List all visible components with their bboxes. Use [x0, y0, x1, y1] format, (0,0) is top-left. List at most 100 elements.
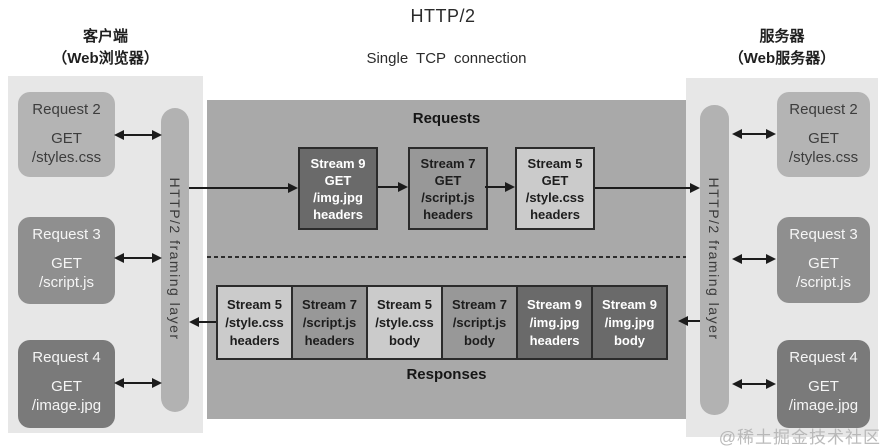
stream-path: /script.js — [421, 189, 475, 205]
arrow-line — [123, 257, 154, 259]
request-name: Request 2 — [32, 101, 101, 118]
stream-id: Stream 9 — [310, 155, 366, 171]
request-name: Request 3 — [789, 226, 858, 243]
arrow-right-icon — [288, 183, 298, 193]
server-request-2-box: Request 2 GET /styles.css — [777, 92, 870, 177]
client-request-4-box: Request 4 GET /image.jpg — [18, 340, 115, 428]
arrow-right-icon — [505, 182, 515, 192]
request-method: GET — [51, 255, 82, 272]
response-frame-stream9-body: Stream 9 /img.jpg body — [591, 285, 668, 360]
arrow-right-icon — [152, 378, 162, 388]
server-request-4-box: Request 4 GET /image.jpg — [777, 340, 870, 428]
arrow-line — [485, 186, 506, 188]
connection-subtitle: Single TCP connection — [366, 50, 527, 67]
responses-label: Responses — [406, 366, 487, 383]
arrow-line — [595, 187, 691, 189]
stream-id: Stream 5 — [227, 296, 282, 312]
arrow-line — [378, 186, 399, 188]
request-path: /script.js — [795, 274, 851, 291]
server-title: 服务器 — [759, 28, 805, 45]
stream-method: GET — [541, 172, 569, 188]
arrow-right-icon — [766, 379, 776, 389]
stream-id: Stream 7 — [420, 155, 476, 171]
stream-id: Stream 9 — [527, 296, 582, 312]
client-request-2-box: Request 2 GET /styles.css — [18, 92, 115, 177]
stream-method: GET — [434, 172, 462, 188]
stream-path: /style.css — [375, 314, 434, 330]
arrow-left-icon — [678, 316, 688, 326]
arrow-left-icon — [114, 253, 124, 263]
stream-id: Stream 5 — [527, 155, 583, 171]
request-name: Request 4 — [789, 349, 858, 366]
stream-path: /img.jpg — [604, 314, 655, 330]
request-name: Request 4 — [32, 349, 101, 366]
stream-id: Stream 7 — [452, 296, 507, 312]
arrow-line — [741, 383, 768, 385]
stream-path: /img.jpg — [529, 314, 580, 330]
arrow-line — [123, 382, 154, 384]
request-method: GET — [808, 378, 839, 395]
stream-method: GET — [324, 172, 352, 188]
request-method: GET — [51, 378, 82, 395]
request-path: /image.jpg — [31, 397, 102, 414]
stream-part: headers — [304, 332, 355, 348]
arrow-right-icon — [766, 254, 776, 264]
arrow-line — [189, 187, 289, 189]
server-subtitle: （Web服务器） — [728, 50, 836, 67]
response-frame-stream5-body: Stream 5 /style.css body — [366, 285, 443, 360]
arrow-right-icon — [398, 182, 408, 192]
requests-responses-divider — [207, 256, 686, 258]
request-method: GET — [808, 255, 839, 272]
arrow-line — [741, 258, 768, 260]
client-heading: 客户端 （Web浏览器） — [8, 26, 203, 70]
request-path: /image.jpg — [788, 397, 859, 414]
arrow-line — [741, 133, 768, 135]
arrow-line — [687, 320, 700, 322]
client-framing-layer-label: HTTP/2 framing layer — [167, 177, 183, 341]
stream-path: /style.css — [225, 314, 284, 330]
arrow-right-icon — [152, 253, 162, 263]
client-request-3-box: Request 3 GET /script.js — [18, 217, 115, 304]
stream-part: body — [613, 332, 646, 348]
request-stream-7-frame: Stream 7 GET /script.js headers — [408, 147, 488, 230]
request-method: GET — [808, 130, 839, 147]
arrow-right-icon — [152, 130, 162, 140]
stream-part: headers — [229, 332, 280, 348]
stream-part: headers — [313, 206, 363, 222]
stream-part: headers — [529, 332, 580, 348]
arrow-right-icon — [766, 129, 776, 139]
request-method: GET — [51, 130, 82, 147]
stream-part: headers — [423, 206, 473, 222]
arrow-left-icon — [732, 254, 742, 264]
arrow-left-icon — [114, 378, 124, 388]
stream-id: Stream 9 — [602, 296, 657, 312]
server-framing-layer-label: HTTP/2 framing layer — [706, 177, 722, 341]
stream-part: headers — [530, 206, 580, 222]
page-title: HTTP/2 — [410, 6, 476, 26]
request-name: Request 2 — [789, 101, 858, 118]
arrow-right-icon — [690, 183, 700, 193]
request-stream-5-frame: Stream 5 GET /style.css headers — [515, 147, 595, 230]
response-frame-stream7-body: Stream 7 /script.js body — [441, 285, 518, 360]
request-name: Request 3 — [32, 226, 101, 243]
response-frame-stream5-headers: Stream 5 /style.css headers — [216, 285, 293, 360]
arrow-left-icon — [732, 379, 742, 389]
stream-path: /script.js — [302, 314, 357, 330]
client-title: 客户端 — [82, 28, 128, 45]
watermark: @稀土掘金技术社区 — [718, 428, 881, 447]
arrow-left-icon — [732, 129, 742, 139]
client-framing-layer-bar — [161, 108, 189, 412]
request-path: /styles.css — [31, 149, 102, 166]
client-subtitle: （Web浏览器） — [52, 50, 159, 67]
stream-id: Stream 7 — [302, 296, 357, 312]
stream-path: /script.js — [452, 314, 507, 330]
arrow-left-icon — [189, 317, 199, 327]
response-frames-row: Stream 5 /style.css headers Stream 7 /sc… — [216, 285, 668, 360]
requests-label: Requests — [412, 110, 481, 127]
server-framing-layer-bar — [700, 105, 729, 415]
server-heading: 服务器 （Web服务器） — [686, 26, 878, 70]
arrow-line — [198, 321, 216, 323]
response-frame-stream9-headers: Stream 9 /img.jpg headers — [516, 285, 593, 360]
stream-part: body — [388, 332, 421, 348]
